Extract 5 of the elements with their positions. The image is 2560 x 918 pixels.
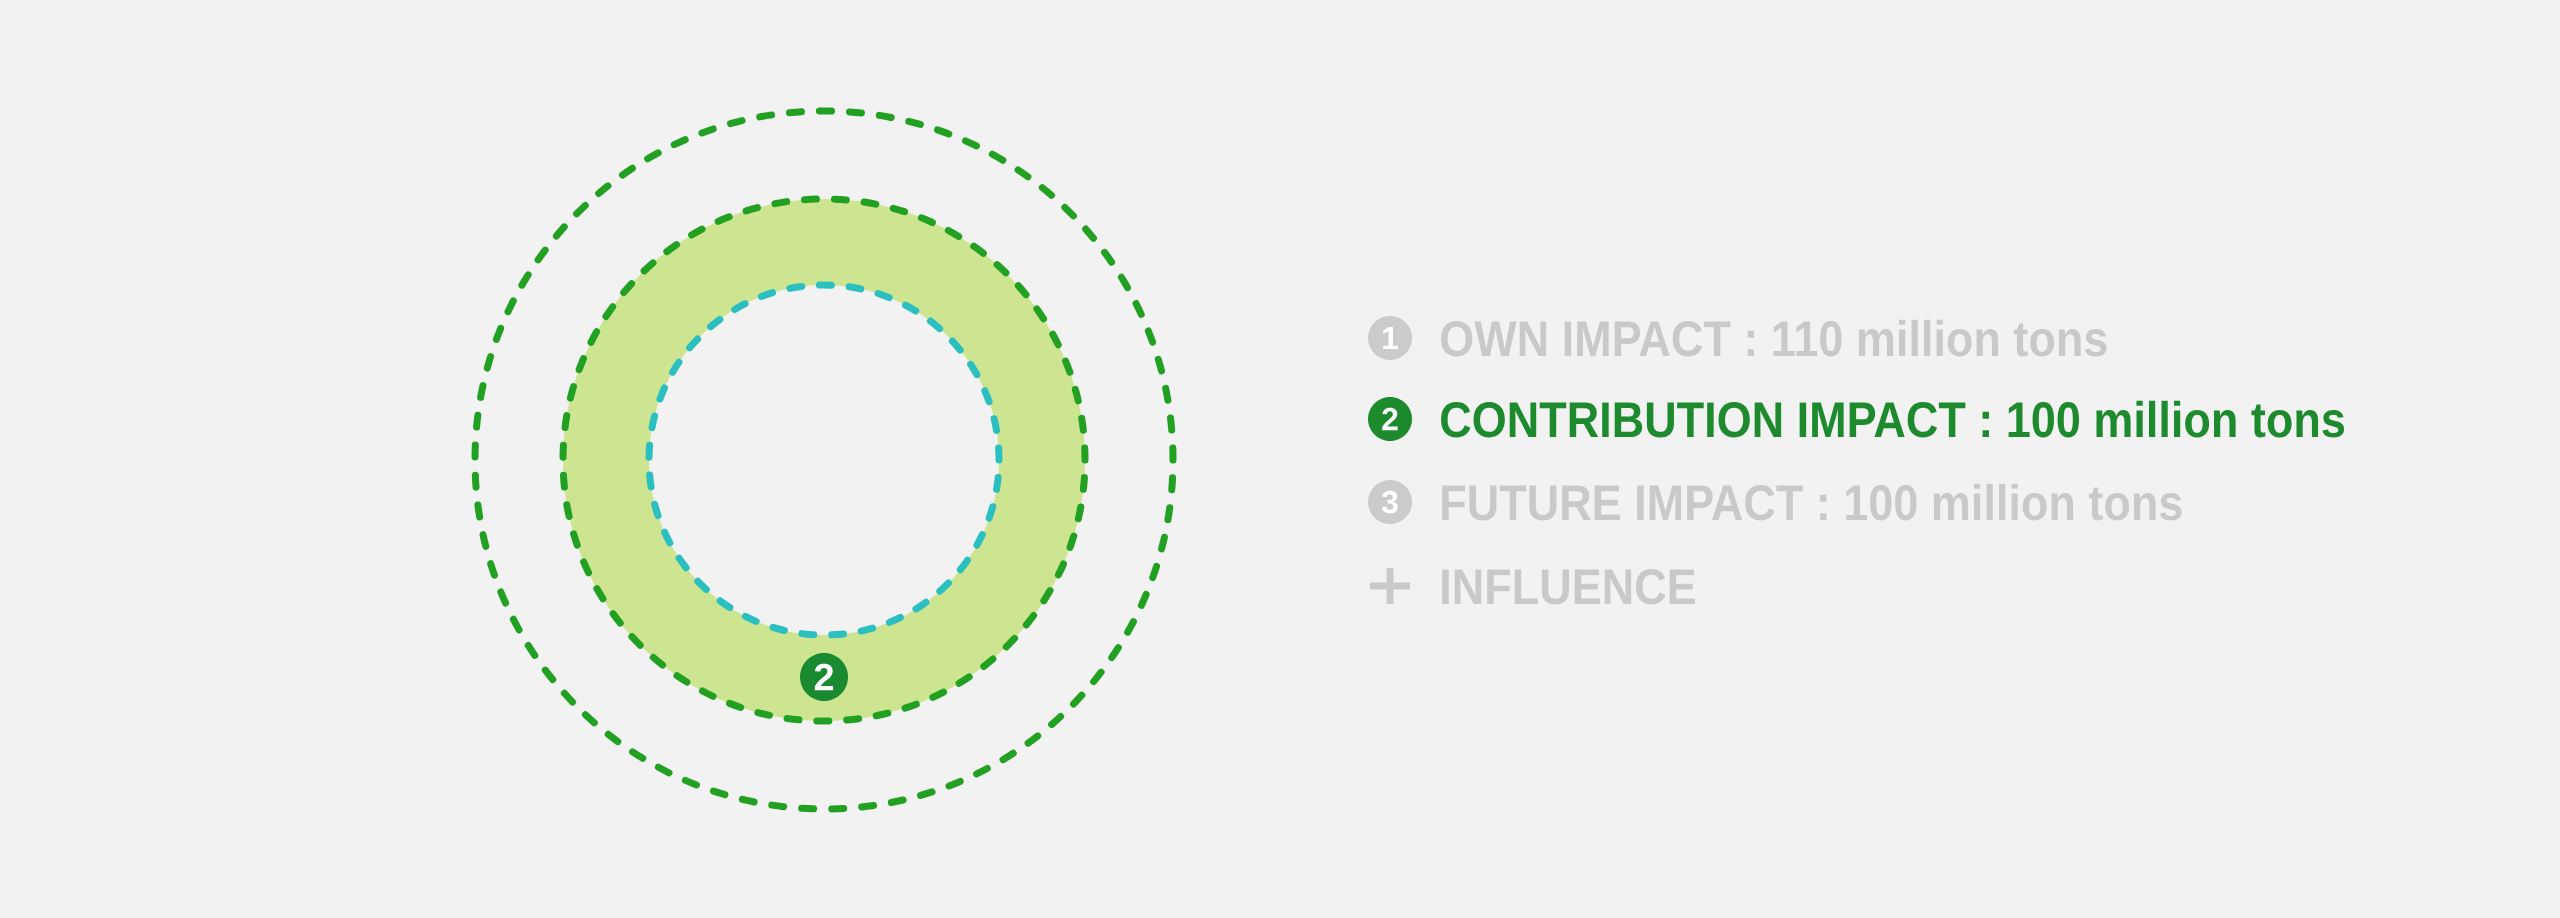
legend-text: CONTRIBUTION IMPACT : 100 million tons <box>1441 400 2345 438</box>
number-badge: 2 <box>800 653 848 701</box>
dashed-circle <box>645 281 1003 639</box>
number-badge: 2 <box>1368 397 1412 441</box>
dashed-circle <box>471 107 1177 813</box>
